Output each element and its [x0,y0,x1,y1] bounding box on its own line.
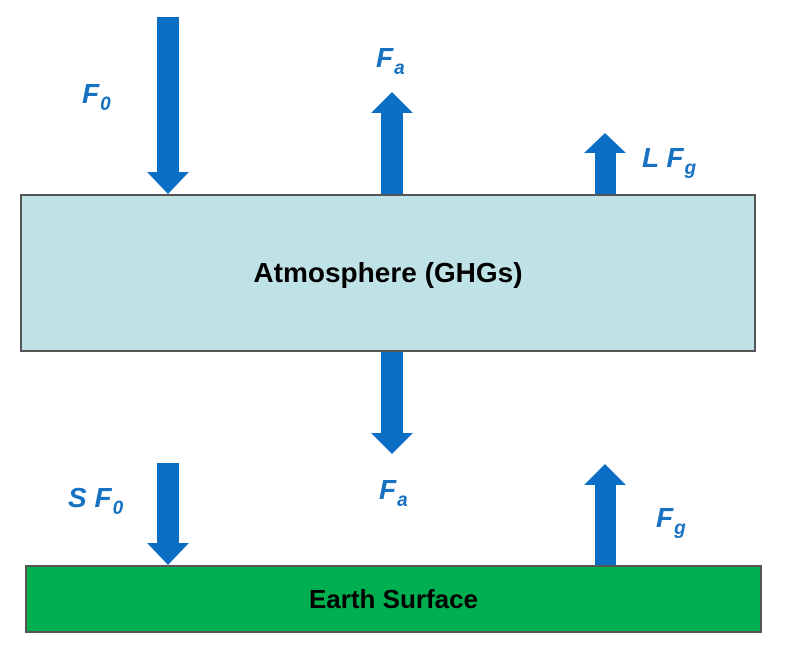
earth-surface-label: Earth Surface [308,583,479,614]
fa-up-arrow [371,92,413,194]
lfg-arrow [584,133,626,194]
atmosphere-box: Atmosphere (GHGs) [20,194,756,352]
fa-down-arrow [371,352,413,454]
sf0-arrow [147,463,189,565]
f0-label: F0 [82,78,111,115]
earth-surface-box: Earth Surface [25,565,762,633]
fa-top-label: Fa [376,42,405,79]
fg-label: Fg [656,502,686,539]
f0-arrow [147,17,189,194]
atmosphere-label: Atmosphere (GHGs) [253,257,523,288]
fg-arrow [584,464,626,565]
fa-bottom-label: Fa [379,474,408,511]
sf0-label: S F0 [68,482,124,519]
lfg-label: L Fg [642,142,697,179]
